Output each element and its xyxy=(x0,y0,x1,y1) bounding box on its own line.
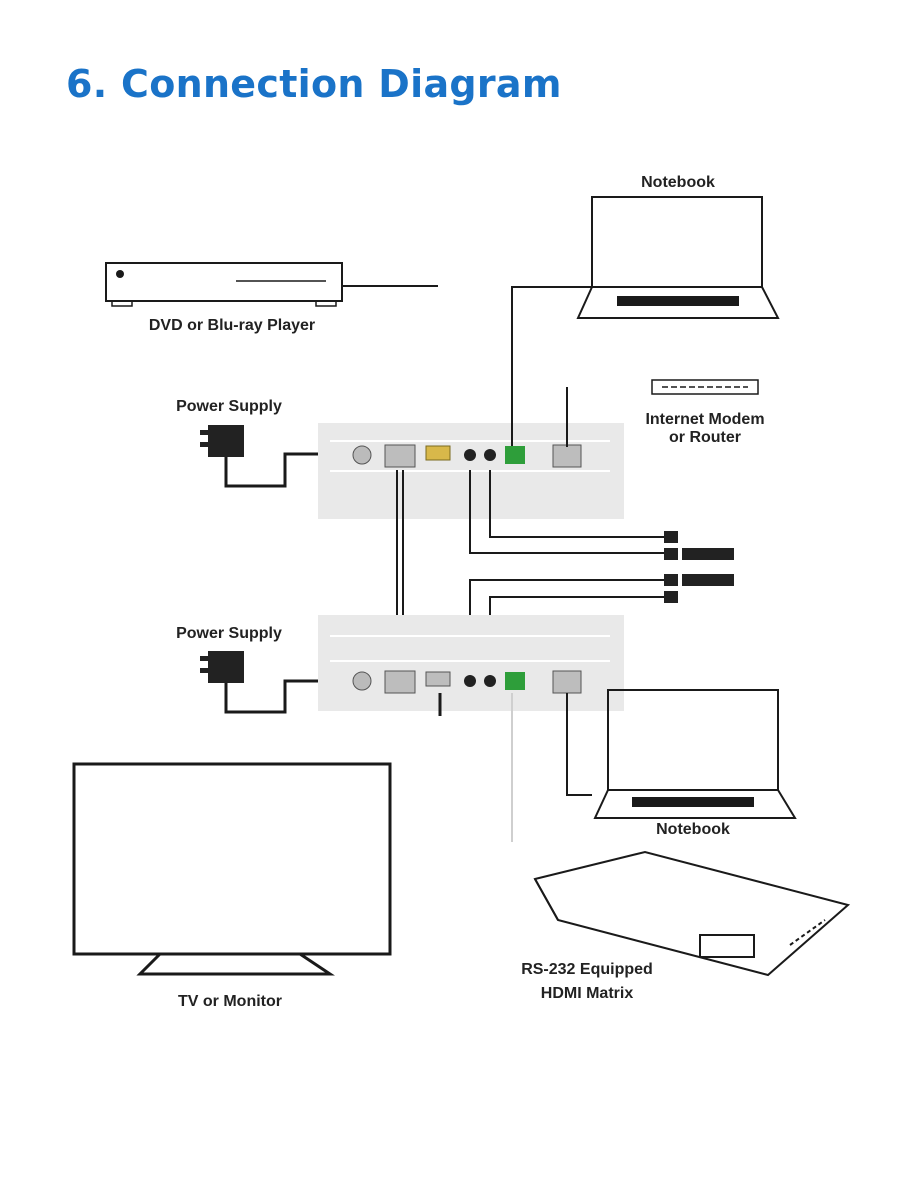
power-adapter-icon-top xyxy=(200,425,330,488)
matrix-label-line1: RS-232 Equipped xyxy=(521,961,653,978)
router-icon xyxy=(651,379,759,395)
page-title: 6. Connection Diagram xyxy=(66,62,562,106)
modem-label-line2: or Router xyxy=(669,429,741,446)
tv-label: TV or Monitor xyxy=(178,993,282,1010)
notebook-top-label: Notebook xyxy=(641,174,715,191)
dvd-player-icon xyxy=(105,262,343,307)
rs232-cable-bottom xyxy=(566,693,592,796)
laptop-icon-top xyxy=(576,196,780,319)
hdmi-matrix-icon xyxy=(533,850,851,977)
power-adapter-icon-bottom xyxy=(200,651,330,714)
rs232-cable-top xyxy=(511,286,592,446)
tv-icon xyxy=(72,762,392,976)
power-supply-bottom-label: Power Supply xyxy=(176,625,282,642)
modem-label-line1: Internet Modem xyxy=(645,411,764,428)
power-supply-top-label: Power Supply xyxy=(176,398,282,415)
audio-jack-icon xyxy=(664,531,734,603)
receiver-unit xyxy=(318,615,624,711)
laptop-icon-bottom xyxy=(593,689,797,819)
dvd-player-label: DVD or Blu-ray Player xyxy=(149,317,315,334)
notebook-bottom-label: Notebook xyxy=(656,821,730,838)
matrix-label-line2: HDMI Matrix xyxy=(541,985,634,1002)
